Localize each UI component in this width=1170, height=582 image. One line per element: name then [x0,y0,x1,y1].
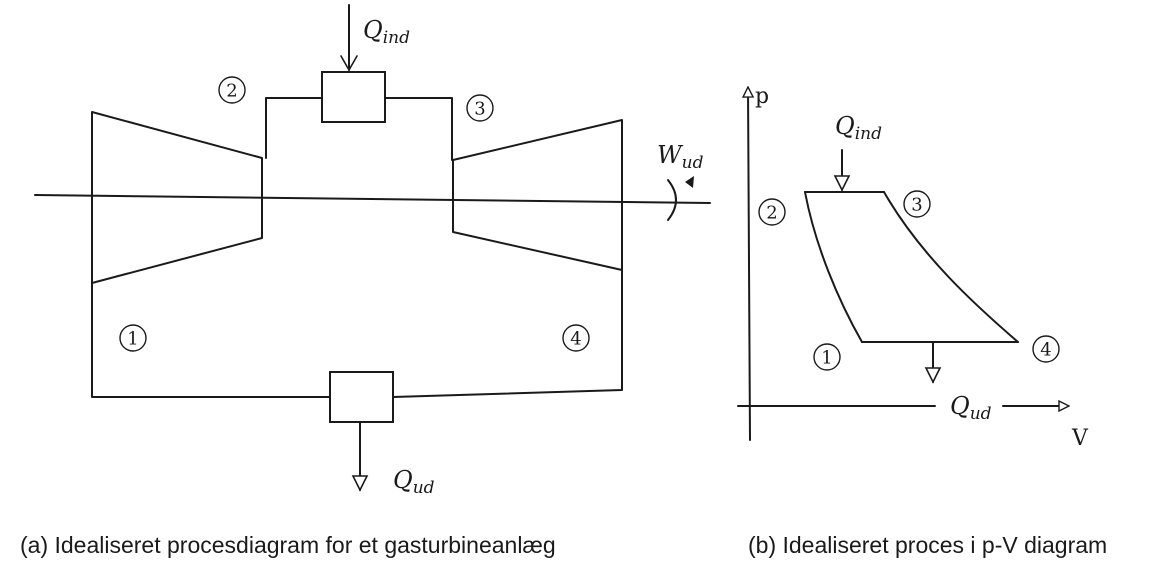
expansion-curve [883,191,1019,343]
pv-state-4-marker: 4 [1032,335,1060,363]
pv-heat-out-label: Qud [950,392,992,424]
state-2-marker: 2 [218,76,246,104]
svg-text:3: 3 [911,195,922,216]
svg-text:2: 2 [766,203,777,224]
svg-text:1: 1 [821,348,832,369]
pv-heat-out-arrow-head [924,367,942,384]
svg-text:2: 2 [226,81,237,102]
pv-diagram: p V Qind Qud 1 2 3 4 [737,84,1107,558]
pipe-1-loop [91,282,331,398]
heat-out-label: Qud [393,466,435,498]
pv-heat-in-label: Qind [835,112,882,144]
pv-state-1-marker: 1 [813,343,841,371]
work-out-label: Wud [657,141,704,173]
compression-curve [804,191,863,343]
pv-heat-in-arrow-head [833,175,851,192]
work-out-arc [667,179,677,221]
svg-text:4: 4 [570,329,581,350]
shaft-line [34,194,711,204]
svg-text:4: 4 [1040,340,1051,361]
pipe-heater-to-3 [384,97,453,161]
heat-in-arrow-head [340,55,358,71]
heat-addition-box [321,71,386,123]
pipe-4-loop [392,269,623,398]
process-diagram: Qind Qud Wud 1 2 3 4 (a) Idealiseret [20,4,711,558]
heat-in-label: Qind [363,16,410,48]
p-axis [748,88,750,441]
pipe-2-to-heater [265,97,323,159]
caption-a: (a) Idealiseret procesdiagram for et gas… [20,532,556,558]
heat-out-arrow-head [351,475,369,492]
pv-state-2-marker: 2 [758,198,786,226]
heat-rejection-box [329,371,394,423]
state-1-marker: 1 [119,324,147,352]
v-axis-label: V [1071,426,1089,451]
state-3-marker: 3 [466,94,494,122]
caption-b: (b) Idealiseret proces i p-V diagram [748,532,1107,558]
work-out-arrow-head [685,176,694,188]
svg-text:1: 1 [127,329,138,350]
state-4-marker: 4 [562,324,590,352]
compressor [91,111,263,284]
turbine [452,119,623,271]
svg-text:3: 3 [474,99,485,120]
p-axis-label: p [755,84,769,109]
pv-state-3-marker: 3 [903,190,931,218]
